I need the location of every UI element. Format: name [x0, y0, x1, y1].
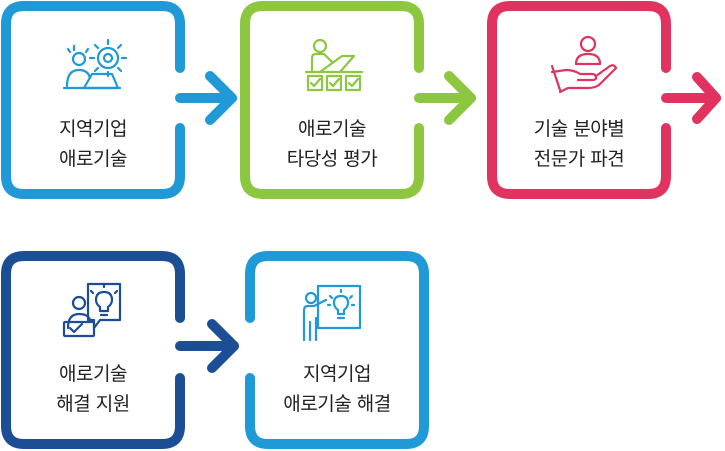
step-4-label: 애로기술 해결 지원	[3, 359, 183, 419]
step-1-line2: 애로기술	[59, 148, 127, 170]
lightbulb-consult-icon	[62, 282, 122, 338]
step-2-label: 애로기술 타당성 평가	[242, 114, 422, 174]
hand-person-icon	[550, 35, 618, 94]
step-5-label: 지역기업 애로기술 해결	[247, 359, 427, 419]
step-5-line1: 지역기업	[303, 363, 371, 385]
step-4-line1: 애로기술	[59, 363, 127, 385]
presentation-idea-icon	[302, 284, 362, 342]
step-1-box	[1, 1, 185, 199]
step-3-line2: 전문가 파견	[533, 148, 625, 170]
step-2-line1: 애로기술	[298, 118, 366, 140]
step-3-line1: 기술 분야별	[533, 118, 625, 140]
step-3-label: 기술 분야별 전문가 파견	[489, 114, 669, 174]
step-3-box	[487, 1, 671, 199]
step-2-arrow-icon	[414, 71, 476, 125]
gear-person-icon	[62, 38, 128, 90]
step-5-box	[245, 251, 429, 449]
step-1-line1: 지역기업	[59, 118, 127, 140]
step-4-box	[1, 251, 185, 449]
step-1-label: 지역기업 애로기술	[3, 114, 183, 174]
step-5-line2: 애로기술 해결	[283, 393, 391, 415]
step-1-arrow-icon	[175, 71, 237, 125]
step-4-line2: 해결 지원	[56, 393, 130, 415]
step-3-arrow-icon	[661, 72, 721, 124]
checklist-desk-icon	[304, 38, 364, 92]
step-4-arrow-icon	[175, 319, 239, 373]
step-2-box	[240, 1, 424, 199]
step-2-line2: 타당성 평가	[286, 148, 378, 170]
